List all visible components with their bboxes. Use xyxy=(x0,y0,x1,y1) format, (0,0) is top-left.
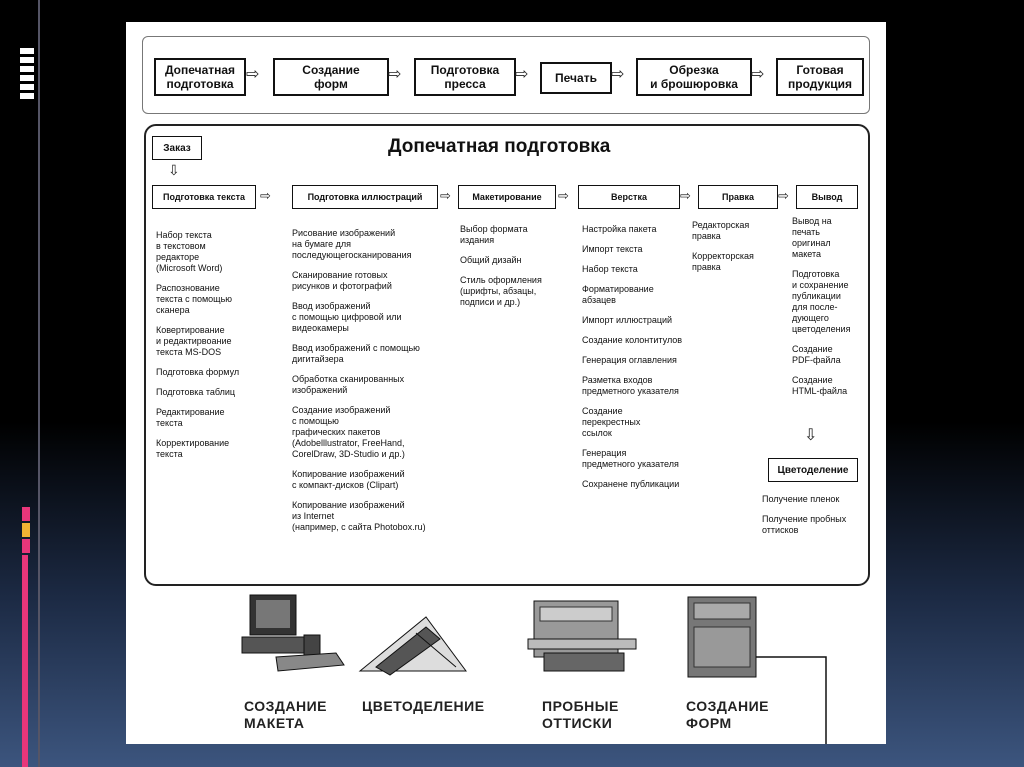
list-item: Ввод изображений с помощью дигитайзера xyxy=(292,343,420,364)
illustration-items: Рисование изображений на бумаге для посл… xyxy=(292,228,462,542)
output-items: Вывод на печать оригинал макета Подготов… xyxy=(792,216,866,406)
arrow-right-icon: ⇨ xyxy=(778,188,789,203)
computer-icon xyxy=(241,594,345,672)
slide: Допечатная подготовка ⇨ Создание форм ⇨ … xyxy=(126,22,886,744)
list-item: Редакторская правка xyxy=(692,220,750,241)
arrow-down-icon: ⇩ xyxy=(804,427,818,444)
stage-output: Вывод xyxy=(796,185,858,209)
scanner-icon xyxy=(358,616,467,676)
arrow-right-icon: ⇨ xyxy=(388,66,402,83)
arrow-right-icon: ⇨ xyxy=(246,66,260,83)
makeup-items: Настройка пакета Импорт текста Набор тек… xyxy=(582,224,704,499)
list-item: Корректорская правка xyxy=(692,251,754,272)
list-item: Импорт текста xyxy=(582,244,643,254)
list-item: Создание PDF-файла xyxy=(792,344,841,365)
process-step-final: Готовая продукция xyxy=(776,58,864,96)
printer-icon xyxy=(527,600,637,672)
label-create-layout: СОЗДАНИЕ МАКЕТА xyxy=(244,698,328,731)
process-step-press: Подготовка пресса xyxy=(414,58,516,96)
list-item: Разметка входов предметного указателя xyxy=(582,375,679,396)
equipment-illustrations xyxy=(241,594,827,744)
list-item: Ковертирование и редактирвоание текста M… xyxy=(156,325,232,357)
list-item: Настройка пакета xyxy=(582,224,657,234)
list-item: Сканирование готовых рисунков и фотограф… xyxy=(292,270,392,291)
layout-items: Выбор формата издания Общий дизайн Стиль… xyxy=(460,224,572,317)
list-item: Создание изображений с помощью графическ… xyxy=(292,405,405,459)
list-item: Стиль оформления (шрифты, абзацы, подпис… xyxy=(460,275,542,307)
list-item: Генерация предметного указателя xyxy=(582,448,679,469)
list-item: Форматирование абзацев xyxy=(582,284,654,305)
process-step-binding: Обрезка и брошюровка xyxy=(636,58,752,96)
stage-illustrations: Подготовка иллюстраций xyxy=(292,185,438,209)
list-item: Создание колонтитулов xyxy=(582,335,683,345)
list-item: Корректирование текста xyxy=(156,438,230,459)
diagram-title: Допечатная подготовка xyxy=(388,136,611,157)
arrow-right-icon: ⇨ xyxy=(515,66,529,83)
list-item: Набор текста xyxy=(582,264,638,274)
plate-maker-icon xyxy=(687,596,827,744)
text-items: Набор текста в текстовом редакторе (Micr… xyxy=(156,230,274,469)
list-item: Общий дизайн xyxy=(460,255,522,265)
list-item: Подготовка и сохранение публикации для п… xyxy=(792,269,851,334)
list-item: Получение пленок xyxy=(762,494,840,504)
list-item: Копирование изображений из Internet (нап… xyxy=(292,500,426,532)
process-frame xyxy=(142,36,870,114)
list-item: Создание перекрестных ссылок xyxy=(582,406,641,438)
separation-items: Получение пленок Получение пробных оттис… xyxy=(762,494,866,545)
left-divider-line xyxy=(38,0,40,767)
list-item: Подготовка таблиц xyxy=(156,387,236,397)
stage-text: Подготовка текста xyxy=(152,185,256,209)
process-step-printing: Печать xyxy=(540,62,612,94)
arrow-right-icon: ⇨ xyxy=(611,66,625,83)
slide-logo-icon xyxy=(20,48,34,99)
list-item: Обработка сканированных изображений xyxy=(292,374,405,395)
process-step-forms: Создание форм xyxy=(273,58,389,96)
label-color-separation: ЦВЕТОДЕЛЕНИЕ xyxy=(362,698,485,714)
arrow-right-icon: ⇨ xyxy=(680,188,691,203)
arrow-right-icon: ⇨ xyxy=(440,188,451,203)
list-item: Ввод изображений с помощью цифровой или … xyxy=(292,301,402,333)
process-step-prepress: Допечатная подготовка xyxy=(154,58,246,96)
list-item: Редактирование текста xyxy=(156,407,225,428)
arrow-right-icon: ⇨ xyxy=(260,188,271,203)
stage-layout: Макетирование xyxy=(458,185,556,209)
list-item: Выбор формата издания xyxy=(460,224,528,245)
list-item: Генерация оглавления xyxy=(582,355,677,365)
separation-box: Цветоделение xyxy=(768,458,858,482)
list-item: Сохранене публикации xyxy=(582,479,680,489)
order-box: Заказ xyxy=(152,136,202,160)
stage-makeup: Верстка xyxy=(578,185,680,209)
list-item: Набор текста в текстовом редакторе (Micr… xyxy=(156,230,223,273)
arrow-down-icon: ⇩ xyxy=(168,162,180,178)
list-item: Рисование изображений на бумаге для посл… xyxy=(292,228,412,260)
arrow-right-icon: ⇨ xyxy=(751,66,765,83)
edit-items: Редакторская правка Корректорская правка xyxy=(692,220,778,282)
list-item: Подготовка формул xyxy=(156,367,240,377)
list-item: Импорт иллюстраций xyxy=(582,315,673,325)
list-item: Получение пробных оттисков xyxy=(762,514,847,535)
label-create-forms: СОЗДАНИЕ ФОРМ xyxy=(686,698,770,731)
list-item: Распознование текста с помощью сканера xyxy=(156,283,233,315)
list-item: Создание HTML-файла xyxy=(792,375,848,396)
list-item: Вывод на печать оригинал макета xyxy=(792,216,832,259)
label-proofs: ПРОБНЫЕ ОТТИСКИ xyxy=(542,698,619,731)
stage-edit: Правка xyxy=(698,185,778,209)
list-item: Копирование изображений с компакт-дисков… xyxy=(292,469,405,490)
arrow-right-icon: ⇨ xyxy=(558,188,569,203)
prepress-frame xyxy=(144,124,870,586)
